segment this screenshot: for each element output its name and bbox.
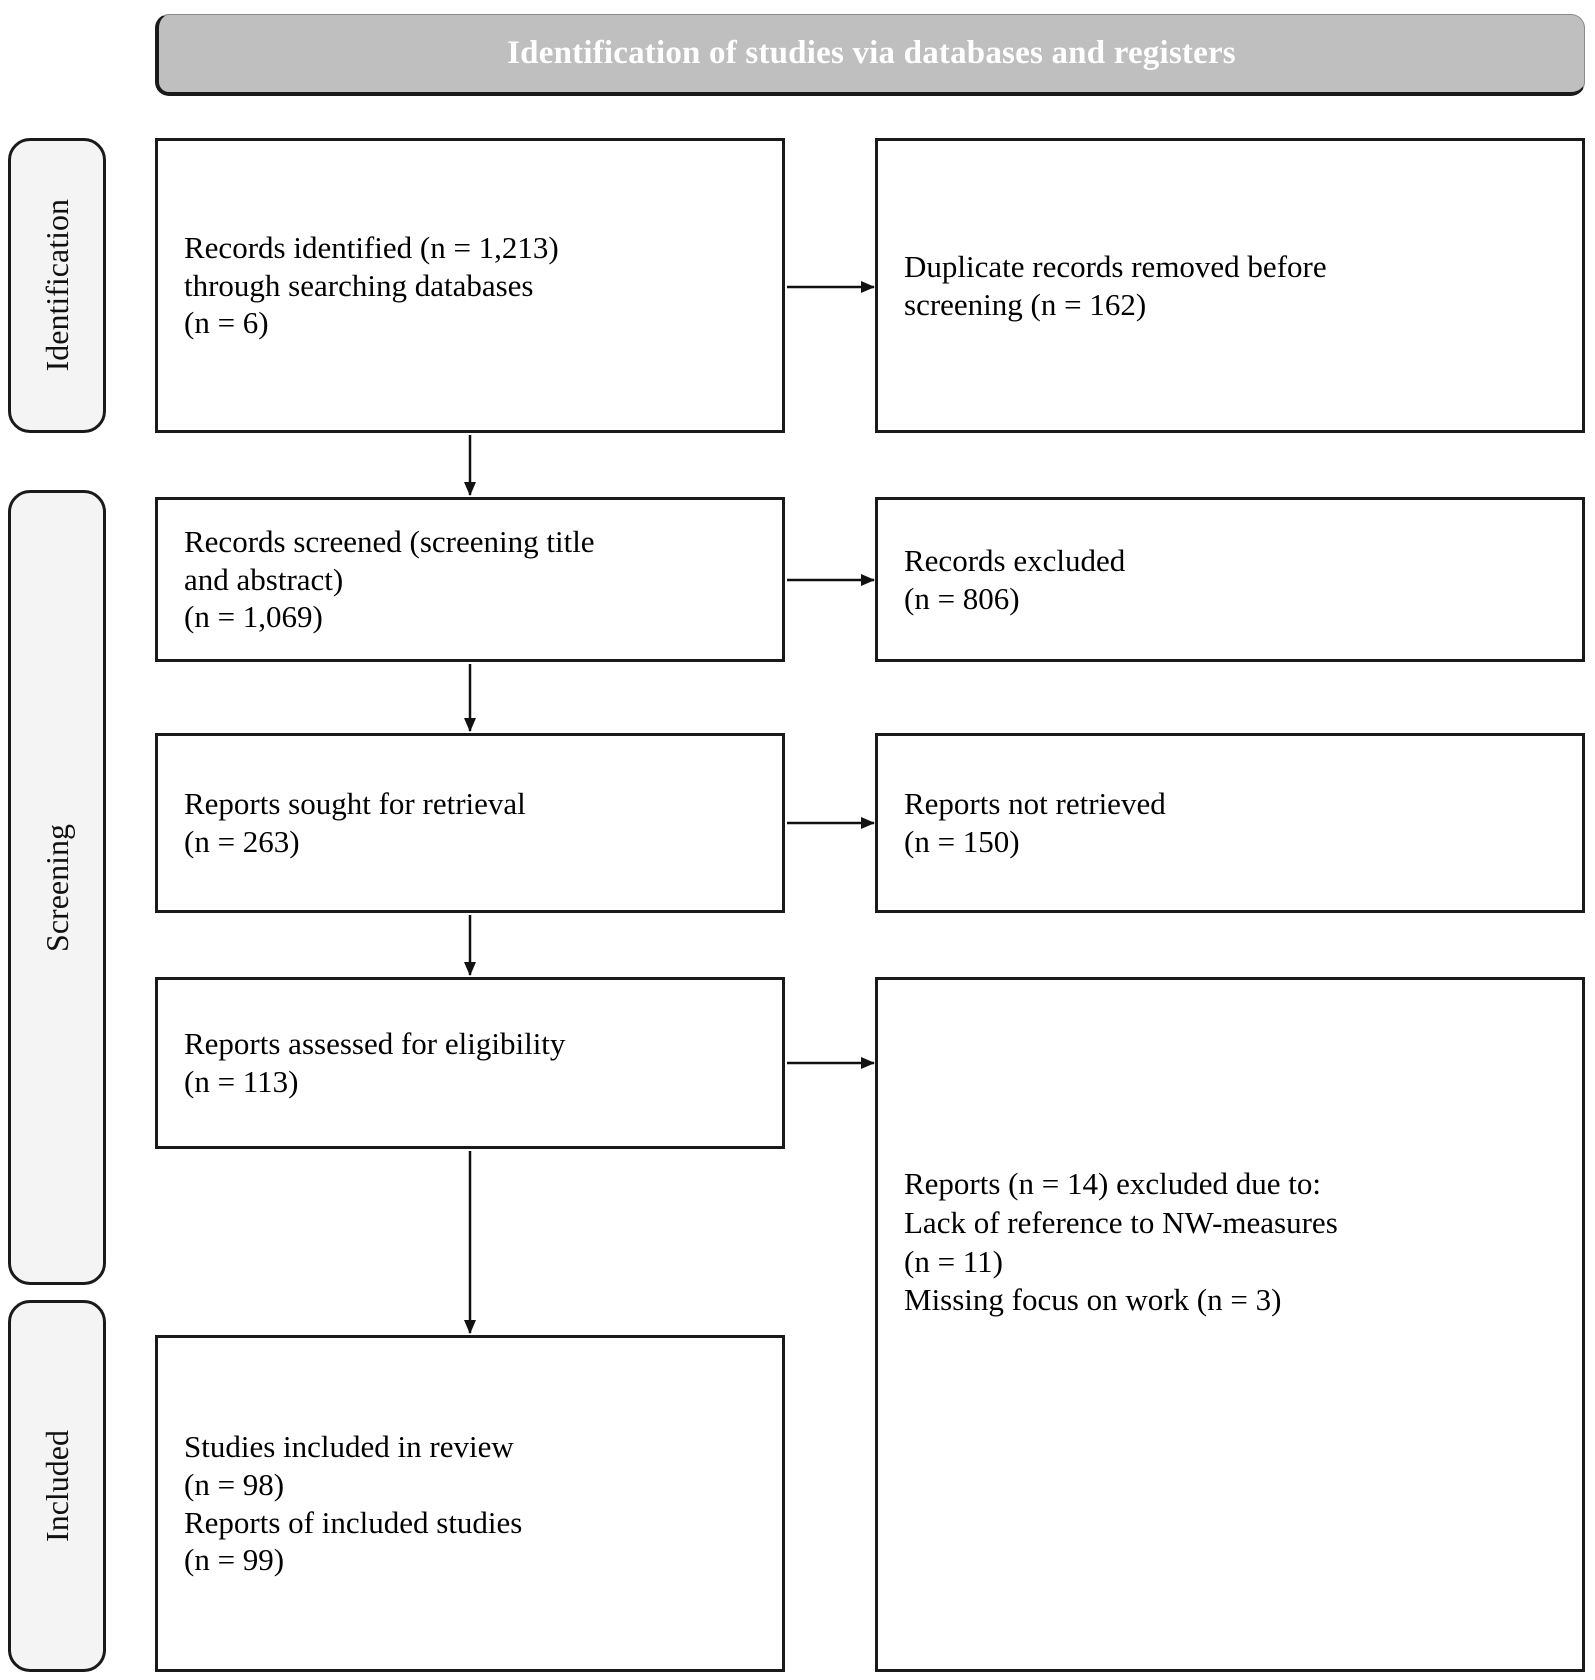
box-records-screened: Records screened (screening title and ab… [155, 497, 785, 662]
box-studies-included: Studies included in review (n = 98) Repo… [155, 1335, 785, 1672]
stage-label-included: Included [8, 1300, 106, 1672]
box-duplicate-records-removed: Duplicate records removed before screeni… [875, 138, 1585, 433]
header-banner: Identification of studies via databases … [155, 14, 1585, 96]
stage-label-screening-text: Screening [39, 823, 75, 952]
box-studies-included-text: Studies included in review (n = 98) Repo… [184, 1428, 523, 1578]
stage-label-identification-text: Identification [39, 199, 75, 372]
box-records-identified: Records identified (n = 1,213) through s… [155, 138, 785, 433]
box-records-excluded-text: Records excluded (n = 806) [904, 542, 1126, 616]
box-records-screened-text: Records screened (screening title and ab… [184, 523, 595, 635]
box-reports-sought-text: Reports sought for retrieval (n = 263) [184, 786, 526, 859]
stage-label-included-text: Included [39, 1430, 75, 1542]
box-reports-not-retrieved-text: Reports not retrieved (n = 150) [904, 786, 1166, 859]
box-records-identified-text: Records identified (n = 1,213) through s… [184, 229, 559, 341]
box-reports-not-retrieved: Reports not retrieved (n = 150) [875, 733, 1585, 913]
box-exclusion-reasons-text: Reports (n = 14) excluded due to: Lack o… [904, 1166, 1338, 1318]
stage-label-identification: Identification [8, 138, 106, 433]
box-records-excluded: Records excluded (n = 806) [875, 497, 1585, 662]
header-title: Identification of studies via databases … [507, 35, 1236, 71]
box-reports-assessed: Reports assessed for eligibility (n = 11… [155, 977, 785, 1149]
box-reports-sought: Reports sought for retrieval (n = 263) [155, 733, 785, 913]
box-reports-assessed-text: Reports assessed for eligibility (n = 11… [184, 1026, 566, 1099]
stage-label-screening: Screening [8, 490, 106, 1285]
box-duplicate-records-removed-text: Duplicate records removed before screeni… [904, 248, 1327, 322]
box-exclusion-reasons: Reports (n = 14) excluded due to: Lack o… [875, 977, 1585, 1672]
